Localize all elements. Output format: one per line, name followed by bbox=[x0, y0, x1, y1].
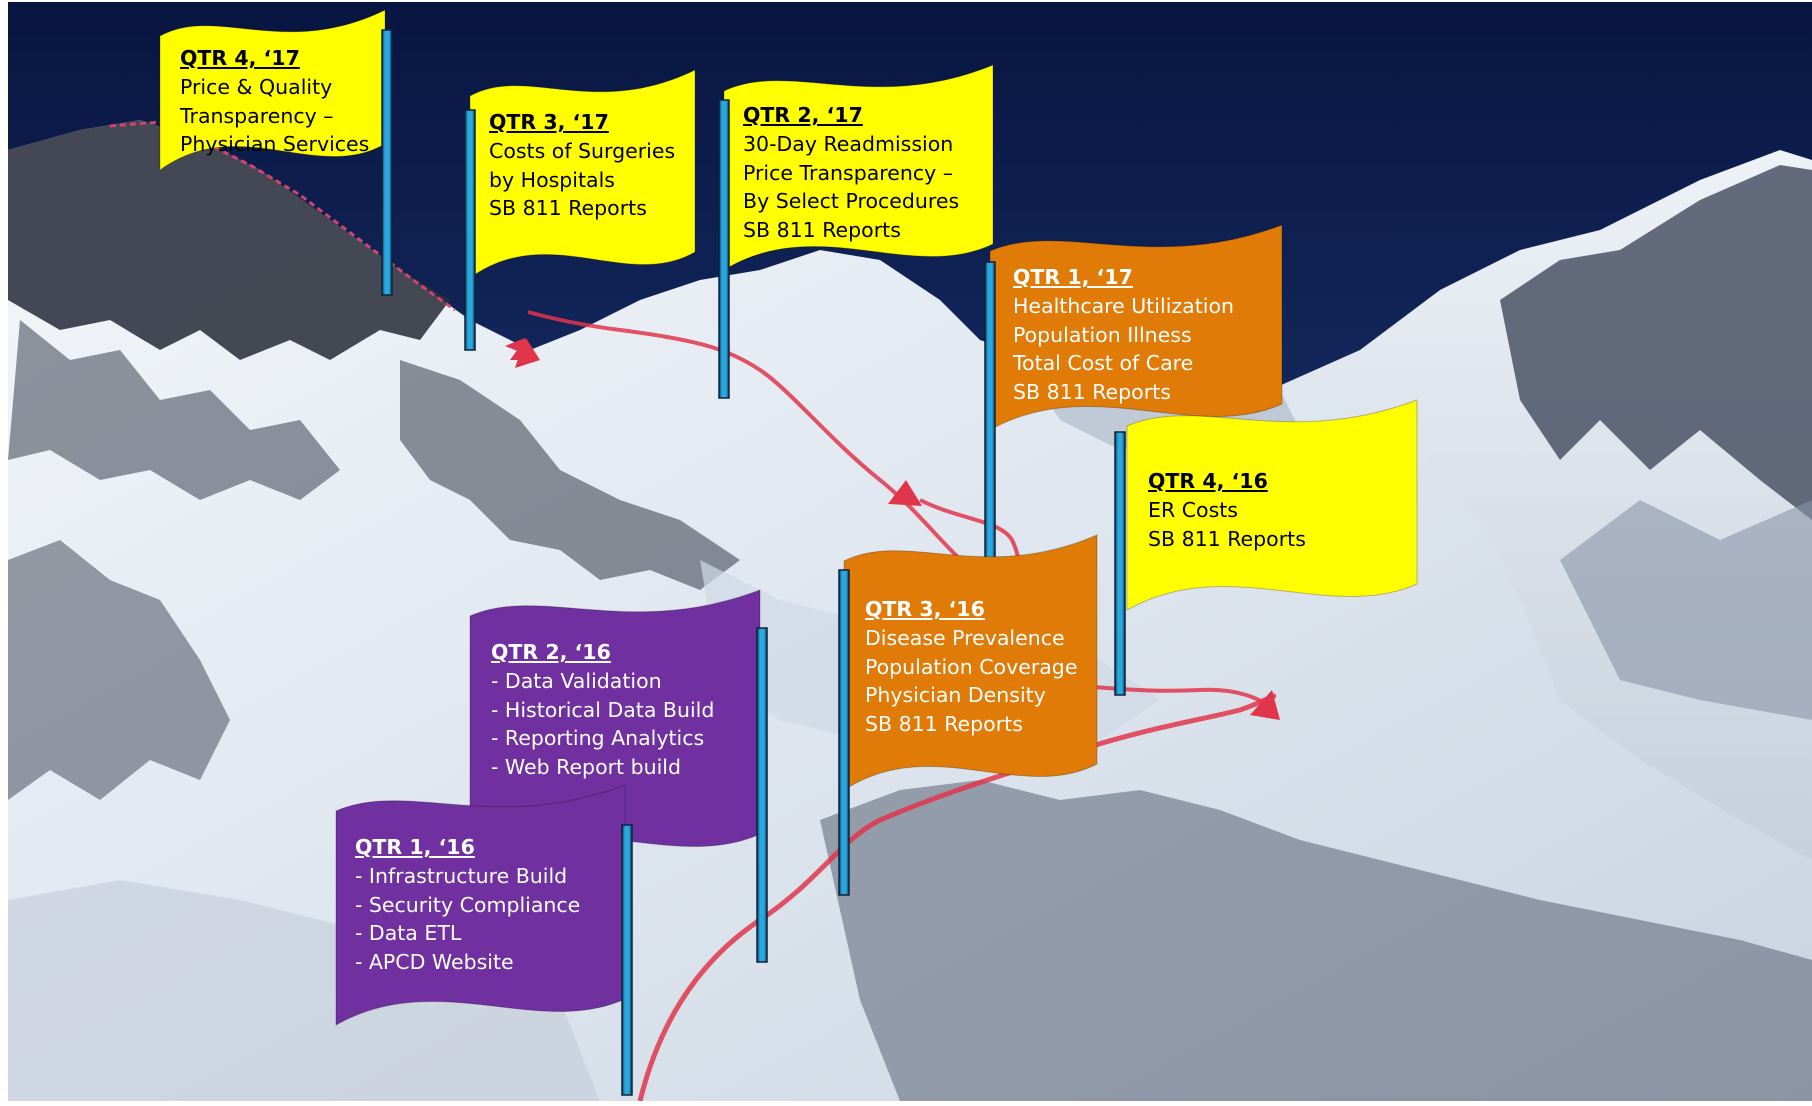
flag-pole-q2-16 bbox=[756, 627, 768, 963]
flag-line: SB 811 Reports bbox=[865, 712, 1023, 737]
flags-layer bbox=[159, 9, 1418, 1096]
left-cliff bbox=[8, 540, 230, 800]
summit-rock-streaks bbox=[8, 320, 340, 500]
flag-line: - Infrastructure Build bbox=[355, 863, 568, 888]
flag-line: - Web Report build bbox=[491, 755, 682, 780]
flag-line: ER Costs bbox=[1148, 497, 1238, 522]
flag-line: Transparency – bbox=[180, 103, 334, 128]
flag-orange-q3-16 bbox=[843, 534, 1098, 791]
flag-line: SB 811 Reports bbox=[1013, 380, 1171, 405]
route-arrow-middle bbox=[888, 480, 922, 506]
flag-line: - Historical Data Build bbox=[491, 697, 715, 722]
route-arrow-lower bbox=[1250, 690, 1280, 720]
flag-text-q3-17: QTR 3, ‘17 Costs of Surgeries by Hospita… bbox=[489, 108, 675, 223]
flag-yellow-q4-16 bbox=[1126, 399, 1418, 611]
flag-quarter: QTR 4, ‘16 bbox=[1148, 469, 1268, 493]
flag-line: Disease Prevalence bbox=[865, 625, 1065, 650]
flag-line: 30-Day Readmission bbox=[743, 131, 954, 156]
flag-quarter: QTR 3, ‘16 bbox=[865, 597, 985, 621]
climbing-route-upper bbox=[527, 310, 1012, 602]
right-ridge-shade bbox=[1560, 500, 1812, 720]
flag-pole-q2-17 bbox=[718, 99, 730, 399]
flag-text-q2-17: QTR 2, ‘17 30-Day Readmission Price Tran… bbox=[743, 101, 959, 245]
flag-line: SB 811 Reports bbox=[743, 218, 901, 243]
flag-orange-q1-17 bbox=[989, 224, 1283, 431]
flag-yellow-q2-17 bbox=[723, 64, 994, 271]
flag-quarter: QTR 4, ‘17 bbox=[180, 46, 300, 70]
flag-pole-q4-17 bbox=[381, 29, 393, 296]
flag-quarter: QTR 1, ‘17 bbox=[1013, 265, 1133, 289]
flag-line: Price & Quality bbox=[180, 74, 333, 99]
flag-line: Healthcare Utilization bbox=[1013, 293, 1234, 318]
right-peak-rock bbox=[1500, 165, 1812, 520]
flag-pole-q4-16 bbox=[1114, 431, 1126, 696]
flag-line: - APCD Website bbox=[355, 950, 514, 975]
flag-text-q1-16: QTR 1, ‘16 - Infrastructure Build - Secu… bbox=[355, 833, 580, 977]
flag-line: Physician Density bbox=[865, 683, 1046, 708]
flag-text-q2-16: QTR 2, ‘16 - Data Validation - Historica… bbox=[491, 638, 714, 782]
flag-yellow-q3-17 bbox=[469, 69, 696, 279]
flag-quarter: QTR 1, ‘16 bbox=[355, 835, 475, 859]
flag-line: - Data ETL bbox=[355, 921, 462, 946]
flag-line: SB 811 Reports bbox=[1148, 526, 1306, 551]
flag-quarter: QTR 2, ‘16 bbox=[491, 640, 611, 664]
flag-text-q1-17: QTR 1, ‘17 Healthcare Utilization Popula… bbox=[1013, 263, 1234, 407]
flag-line: Physician Services bbox=[180, 132, 370, 157]
flag-line: - Security Compliance bbox=[355, 892, 581, 917]
flag-text-q4-16: QTR 4, ‘16 ER Costs SB 811 Reports bbox=[1148, 467, 1306, 553]
flag-quarter: QTR 3, ‘17 bbox=[489, 110, 609, 134]
flag-line: Price Transparency – bbox=[743, 160, 954, 185]
climbing-route bbox=[637, 693, 1277, 1102]
flag-text-q3-16: QTR 3, ‘16 Disease Prevalence Population… bbox=[865, 595, 1077, 739]
flag-pole-q1-17 bbox=[984, 261, 996, 566]
flag-text-q4-17: QTR 4, ‘17 Price & Quality Transparency … bbox=[180, 44, 369, 159]
flag-line: by Hospitals bbox=[489, 167, 615, 192]
flag-line: Total Cost of Care bbox=[1013, 351, 1194, 376]
flag-line: - Data Validation bbox=[491, 668, 662, 693]
summit-rock-face bbox=[8, 120, 450, 360]
flag-line: - Reporting Analytics bbox=[491, 726, 705, 751]
flag-line: Costs of Surgeries bbox=[489, 138, 676, 163]
flag-line: SB 811 Reports bbox=[489, 196, 647, 221]
lower-rock-field bbox=[820, 780, 1812, 1101]
flag-line: Population Coverage bbox=[865, 654, 1078, 679]
route-arrow-upper-tip bbox=[510, 338, 540, 360]
flag-pole-q1-16 bbox=[621, 824, 633, 1096]
flag-quarter: QTR 2, ‘17 bbox=[743, 103, 863, 127]
flag-line: Population Illness bbox=[1013, 322, 1192, 347]
flag-pole-q3-16 bbox=[838, 569, 850, 896]
valley-shadow bbox=[8, 880, 600, 1101]
flag-pole-q3-17 bbox=[464, 109, 476, 351]
flag-line: By Select Procedures bbox=[743, 189, 960, 214]
ridge-rock-band bbox=[400, 360, 740, 590]
